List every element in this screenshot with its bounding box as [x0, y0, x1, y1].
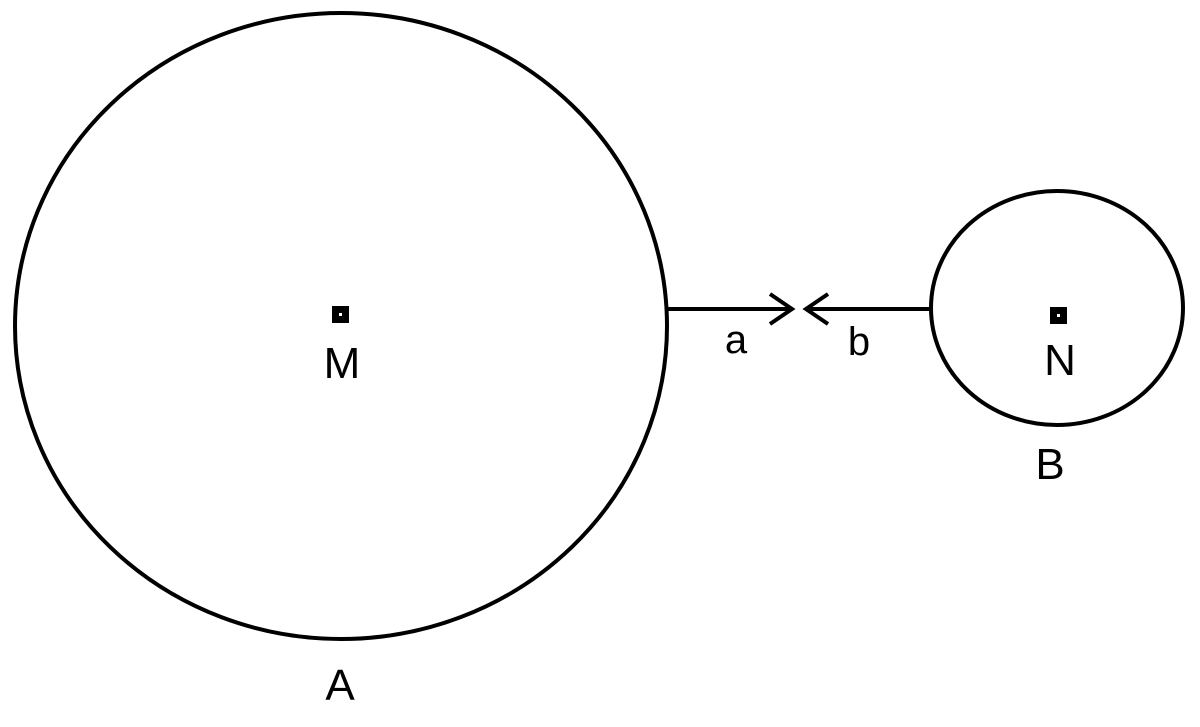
label-arrow-b: b	[848, 320, 870, 364]
arrow-a	[667, 292, 796, 326]
label-circle-a: A	[325, 661, 355, 710]
label-center-m: M	[324, 339, 361, 388]
center-point-m-dot	[339, 313, 342, 316]
arrow-a-head	[768, 292, 796, 326]
label-circle-b: B	[1035, 440, 1064, 489]
arrow-b-head	[802, 292, 830, 326]
arrow-b	[802, 292, 931, 326]
label-arrow-a: a	[725, 318, 748, 362]
label-center-n: N	[1044, 336, 1076, 385]
center-point-n-dot	[1057, 314, 1060, 317]
circle-a	[13, 11, 669, 641]
